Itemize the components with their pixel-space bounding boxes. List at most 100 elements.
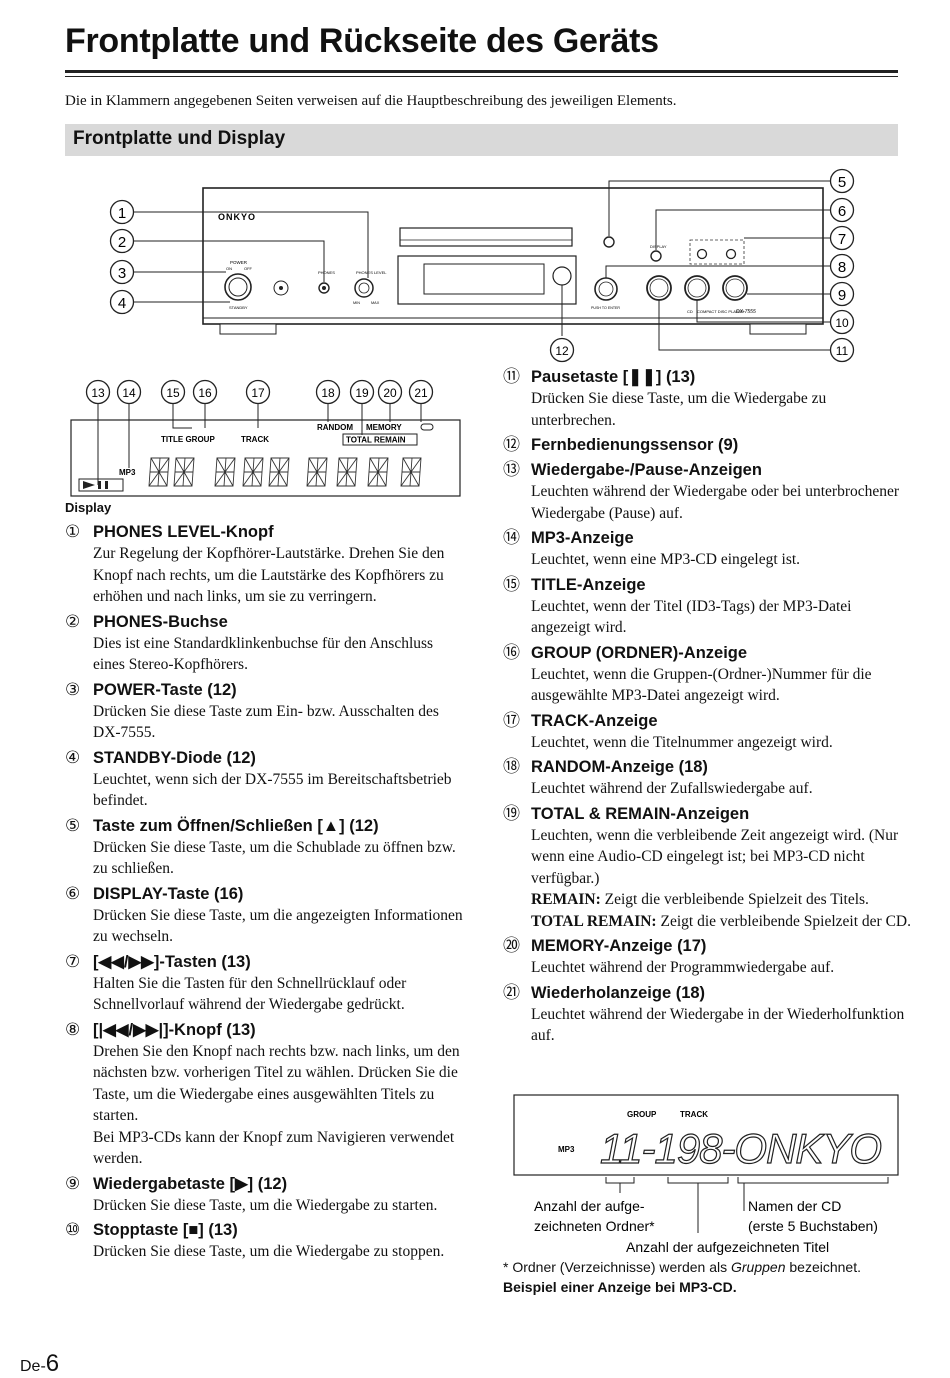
item-paragraph: Drehen Sie den Knopf nach rechts bzw. na…: [93, 1042, 460, 1125]
callout-1: 1: [118, 205, 126, 222]
remain-text: Zeigt die verbleibende Spielzeit des Tit…: [604, 891, 869, 908]
item-heading: [|◀◀/▶▶|]-Knopf (13): [93, 1020, 256, 1039]
segment-digit-cell: [242, 457, 264, 487]
callout-11: 11: [836, 344, 849, 358]
callout-21: 21: [414, 386, 428, 400]
item-paragraph: Leuchtet, wenn sich der DX-7555 im Berei…: [93, 770, 452, 810]
item-paragraph: Leuchtet, wenn eine MP3-CD eingelegt ist…: [531, 551, 801, 568]
item-body: Leuchtet, wenn die Titelnummer angezeigt…: [531, 732, 913, 754]
power-off-label: OFF: [244, 266, 253, 271]
annotation-names-1: Namen der CD: [748, 1198, 841, 1214]
push-to-enter-label: PUSH TO ENTER: [591, 306, 620, 310]
item-body: Leuchtet während der Zufallswiedergabe a…: [531, 778, 913, 800]
item-number: ⑧: [65, 1019, 81, 1039]
segment-digit-cell: [306, 457, 328, 487]
display-button[interactable]: [650, 250, 662, 262]
item-paragraph: Leuchtet während der Programmwiedergabe …: [531, 959, 835, 976]
open-close-button[interactable]: [603, 236, 615, 248]
front-panel-illustration: ONKYO POWER ON OFF STANDBY PHONES PHONES…: [109, 168, 855, 363]
item-number: ⑤: [65, 815, 81, 835]
callout-13: 13: [91, 386, 105, 400]
item-paragraph: Drücken Sie diese Taste, um die Schublad…: [93, 838, 456, 878]
callout-20: 20: [383, 386, 397, 400]
callout-14: 14: [122, 386, 136, 400]
display-button-label: DISPLAY: [650, 244, 667, 249]
item-paragraph: Leuchtet während der Wiedergabe in der W…: [531, 1005, 905, 1045]
rewind-button[interactable]: [696, 248, 708, 260]
display-callouts: 13 14 15 16 17 18 19 20 21: [85, 379, 434, 405]
segment-digits: [148, 457, 422, 487]
item-heading: TITLE-Anzeige: [531, 575, 646, 594]
play-pause-indicator: [78, 478, 124, 492]
item-body: Leuchtet, wenn sich der DX-7555 im Berei…: [93, 769, 465, 812]
total-remain-paragraph: TOTAL REMAIN: Zeigt die verbleibende Spi…: [531, 911, 913, 933]
phones-label: PHONES: [318, 270, 335, 275]
example-track-indicator: TRACK: [680, 1110, 708, 1119]
item-heading: [◀◀/▶▶]-Tasten (13): [93, 952, 251, 971]
item-number: ⑥: [65, 883, 81, 903]
total-remain-indicator: TOTAL REMAIN: [346, 436, 406, 445]
power-on-label: ON: [226, 266, 232, 271]
item-body: Drücken Sie diese Taste, um die angezeig…: [93, 905, 465, 948]
item-body: Drücken Sie diese Taste, um die Wiederga…: [531, 388, 913, 431]
item-paragraph: Leuchtet, wenn der Titel (ID3-Tags) der …: [531, 597, 852, 637]
item-heading: Wiederholanzeige (18): [531, 983, 706, 1002]
item-number: ⑫: [503, 435, 520, 454]
item-paragraph: Leuchten, wenn die verbleibende Zeit ang…: [531, 826, 899, 887]
item-number: ⑪: [503, 367, 520, 386]
annotation-folders-1: Anzahl der aufge-: [534, 1198, 645, 1214]
callout-16: 16: [198, 386, 212, 400]
item-body: Zur Regelung der Kopfhörer-Lautstärke. D…: [93, 543, 465, 608]
remain-label: REMAIN:: [531, 891, 601, 908]
item-paragraph: Drücken Sie diese Taste, um die Wiederga…: [531, 390, 827, 429]
title-rule: [65, 70, 898, 73]
callout-7: 7: [838, 231, 846, 248]
item-number: ②: [65, 611, 81, 631]
standby-label: STANDBY: [229, 305, 248, 310]
item-number: ⑦: [65, 951, 81, 971]
callout-6: 6: [838, 203, 846, 220]
item-number: ⑭: [503, 528, 520, 547]
fast-forward-button[interactable]: [725, 248, 737, 260]
annotation-names-2: (erste 5 Buchstaben): [748, 1218, 878, 1234]
item-heading: RANDOM-Anzeige (18): [531, 758, 708, 776]
item-heading: Wiedergabe-/Pause-Anzeigen: [531, 461, 762, 479]
track-indicator: TRACK: [241, 435, 269, 444]
item-paragraph: Bei MP3-CDs kann der Knopf zum Navigiere…: [93, 1128, 455, 1168]
display-caption: Display: [65, 500, 112, 515]
item-heading: TRACK-Anzeige: [531, 711, 658, 730]
item-heading: MP3-Anzeige: [531, 529, 634, 547]
item-number: ③: [65, 679, 81, 699]
item-paragraph: Drücken Sie diese Taste zum Ein- bzw. Au…: [93, 702, 439, 742]
mp3-indicator: MP3: [119, 468, 136, 477]
item-body: Leuchtet während der Wiedergabe in der W…: [531, 1004, 913, 1047]
item-body: Leuchtet während der Programmwiedergabe …: [531, 957, 913, 979]
example-segment-readout: 11-198-ONKYO: [600, 1125, 890, 1172]
item-paragraph: Leuchten während der Wiedergabe oder bei…: [531, 483, 900, 522]
segment-digit-cell: [400, 457, 422, 487]
item-body: Drücken Sie diese Taste, um die Schublad…: [93, 837, 465, 880]
total-remain-text: Zeigt die verbleibende Spielzeit der CD.: [660, 912, 911, 930]
item-body: Drücken Sie diese Taste, um die Wiederga…: [93, 1241, 465, 1263]
mp3-example-display: GROUP TRACK MP3 11-198-ONKYO Anzahl der …: [513, 1094, 899, 1255]
item-body: Leuchtet, wenn eine MP3-CD eingelegt ist…: [531, 549, 913, 571]
item-paragraph: Leuchtet während der Zufallswiedergabe a…: [531, 780, 813, 797]
example-mp3-indicator: MP3: [558, 1145, 575, 1154]
callout-17: 17: [251, 386, 265, 400]
section-title: Frontplatte und Display: [73, 128, 286, 149]
segment-digit-cell: [148, 457, 170, 487]
segment-digit-cell: [336, 457, 358, 487]
